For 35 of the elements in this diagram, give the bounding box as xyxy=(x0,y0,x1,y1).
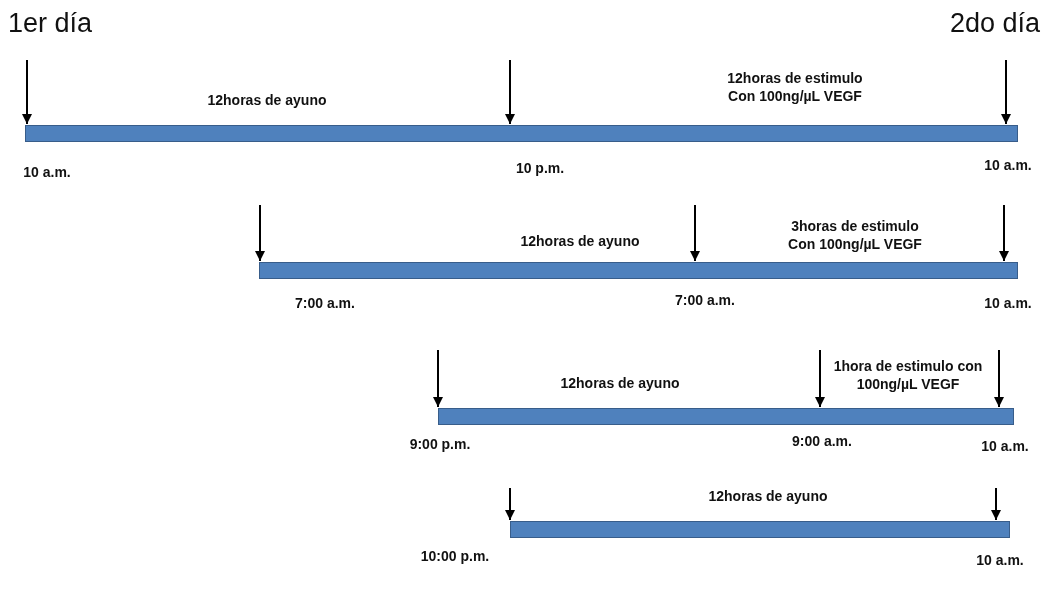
arrow xyxy=(815,349,825,408)
arrow xyxy=(22,59,32,125)
time-label: 12horas de ayuno xyxy=(207,91,327,109)
arrow xyxy=(690,204,700,262)
phase-label: 1hora de estimulo con 100ng/µL VEGF xyxy=(832,357,984,393)
arrow xyxy=(505,487,515,521)
time-label: 9:00 a.m. xyxy=(792,432,852,450)
arrow xyxy=(1001,59,1011,125)
arrow xyxy=(994,349,1004,408)
time-label: 10 a.m. xyxy=(23,163,71,181)
arrow xyxy=(505,59,515,125)
arrow xyxy=(999,204,1009,262)
time-label: 9:00 p.m. xyxy=(409,435,471,453)
phase-label: 12horas de estimulo Con 100ng/µL VEGF xyxy=(726,69,864,105)
day-label: 2do día xyxy=(949,8,1040,39)
time-label: 7:00 a.m. xyxy=(675,291,735,309)
time-label: 12horas de ayuno xyxy=(560,374,680,392)
time-label: 10 a.m. xyxy=(984,294,1032,312)
timeline-bar xyxy=(25,125,1018,142)
time-label: 10 a.m. xyxy=(981,437,1029,455)
arrow xyxy=(433,349,443,408)
timeline-bar xyxy=(510,521,1010,538)
time-label: 10 a.m. xyxy=(984,156,1032,174)
timeline-bar xyxy=(259,262,1018,279)
arrow xyxy=(991,487,1001,521)
time-label: 12horas de ayuno xyxy=(520,232,640,250)
phase-label: 3horas de estimulo Con 100ng/µL VEGF xyxy=(787,217,923,253)
time-label: 12horas de ayuno xyxy=(708,487,828,505)
time-label: 7:00 a.m. xyxy=(295,294,355,312)
day-label: 1er día xyxy=(8,8,93,39)
time-label: 10 a.m. xyxy=(976,551,1024,569)
arrow xyxy=(255,204,265,262)
timeline-bar xyxy=(438,408,1014,425)
time-label: 10:00 p.m. xyxy=(420,547,490,565)
time-label: 10 p.m. xyxy=(515,159,565,177)
